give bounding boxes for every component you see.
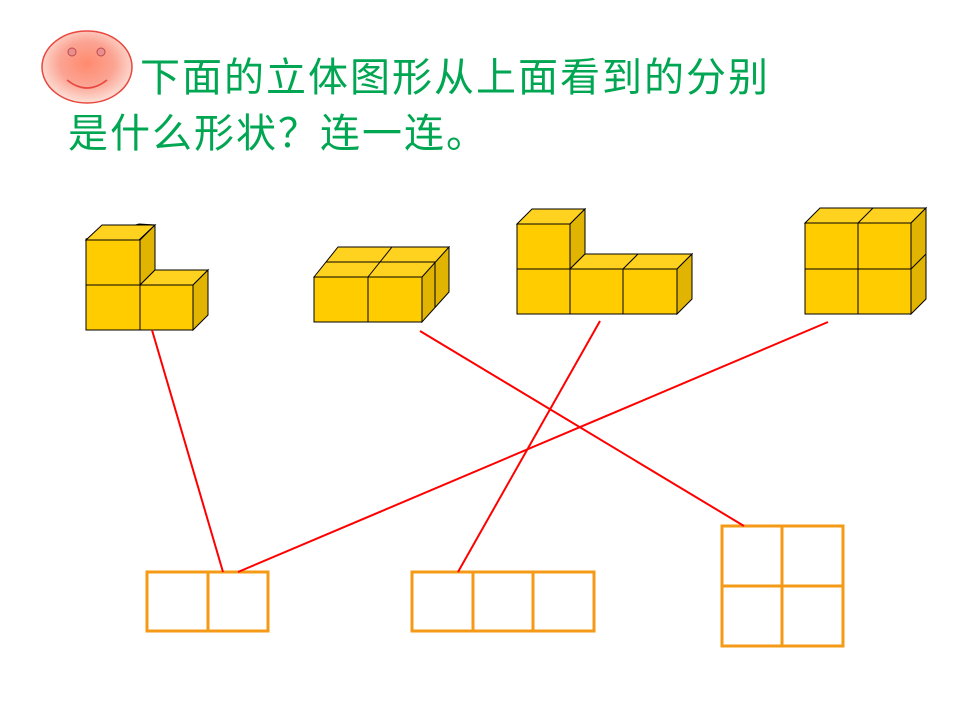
top-view-1x3[interactable]: [410, 570, 596, 633]
connector-line-l-shape-to-1x2: [151, 329, 224, 573]
solid-2x2-flat[interactable]: [312, 245, 451, 324]
connector-line-tall-to-1x2: [237, 321, 829, 573]
instruction-line-2: 是什么形状？连一连。: [68, 111, 488, 157]
instruction-line-1: 下面的立体图形从上面看到的分别: [140, 55, 770, 101]
connector-line-flat-to-2x2: [419, 330, 745, 527]
top-view-1x2[interactable]: [145, 570, 270, 633]
solid-l-shape[interactable]: [84, 223, 210, 332]
solid-2x2-tall[interactable]: [803, 206, 928, 316]
smiley-face-icon: [41, 30, 133, 104]
solid-step-3[interactable]: [515, 207, 694, 316]
connector-line-step-to-1x3: [457, 320, 601, 573]
top-view-2x2[interactable]: [720, 524, 845, 648]
